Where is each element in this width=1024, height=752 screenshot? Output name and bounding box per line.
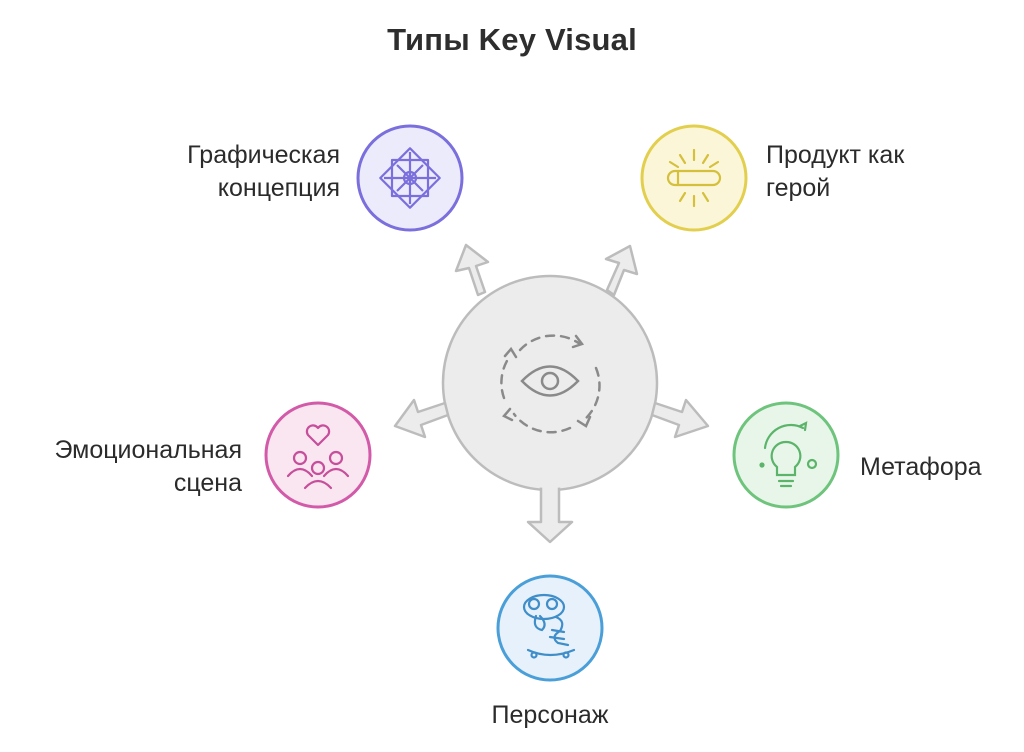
label-character: Персонаж xyxy=(491,701,609,729)
geometric-pattern-icon xyxy=(379,147,441,209)
label-metaphor: Метафора xyxy=(860,453,982,481)
node-graphic-concept xyxy=(356,124,464,232)
arrow-to-emotional-scene xyxy=(393,398,450,439)
eye-icon xyxy=(500,334,601,434)
diagram-title: Типы Key Visual xyxy=(387,22,637,57)
label-product-hero: Продукт как герой xyxy=(766,141,905,202)
arrow-to-metaphor xyxy=(650,398,710,439)
node-metaphor xyxy=(732,401,840,509)
arrow-to-product-hero xyxy=(604,244,639,297)
label-graphic-concept: Графическая концепция xyxy=(187,141,340,202)
heart-people-icon xyxy=(286,424,350,490)
character-icon xyxy=(522,593,576,659)
arrow-to-character xyxy=(526,481,574,544)
lightbulb-icon xyxy=(759,421,818,488)
node-emotional-scene xyxy=(264,401,372,509)
node-product-hero xyxy=(640,124,748,232)
label-emotional-scene: Эмоциональная сцена xyxy=(54,436,242,497)
central-hub xyxy=(393,243,710,544)
arrow-to-graphic-concept xyxy=(454,243,490,297)
spotlight-product-icon xyxy=(666,148,722,208)
node-character xyxy=(496,574,604,682)
